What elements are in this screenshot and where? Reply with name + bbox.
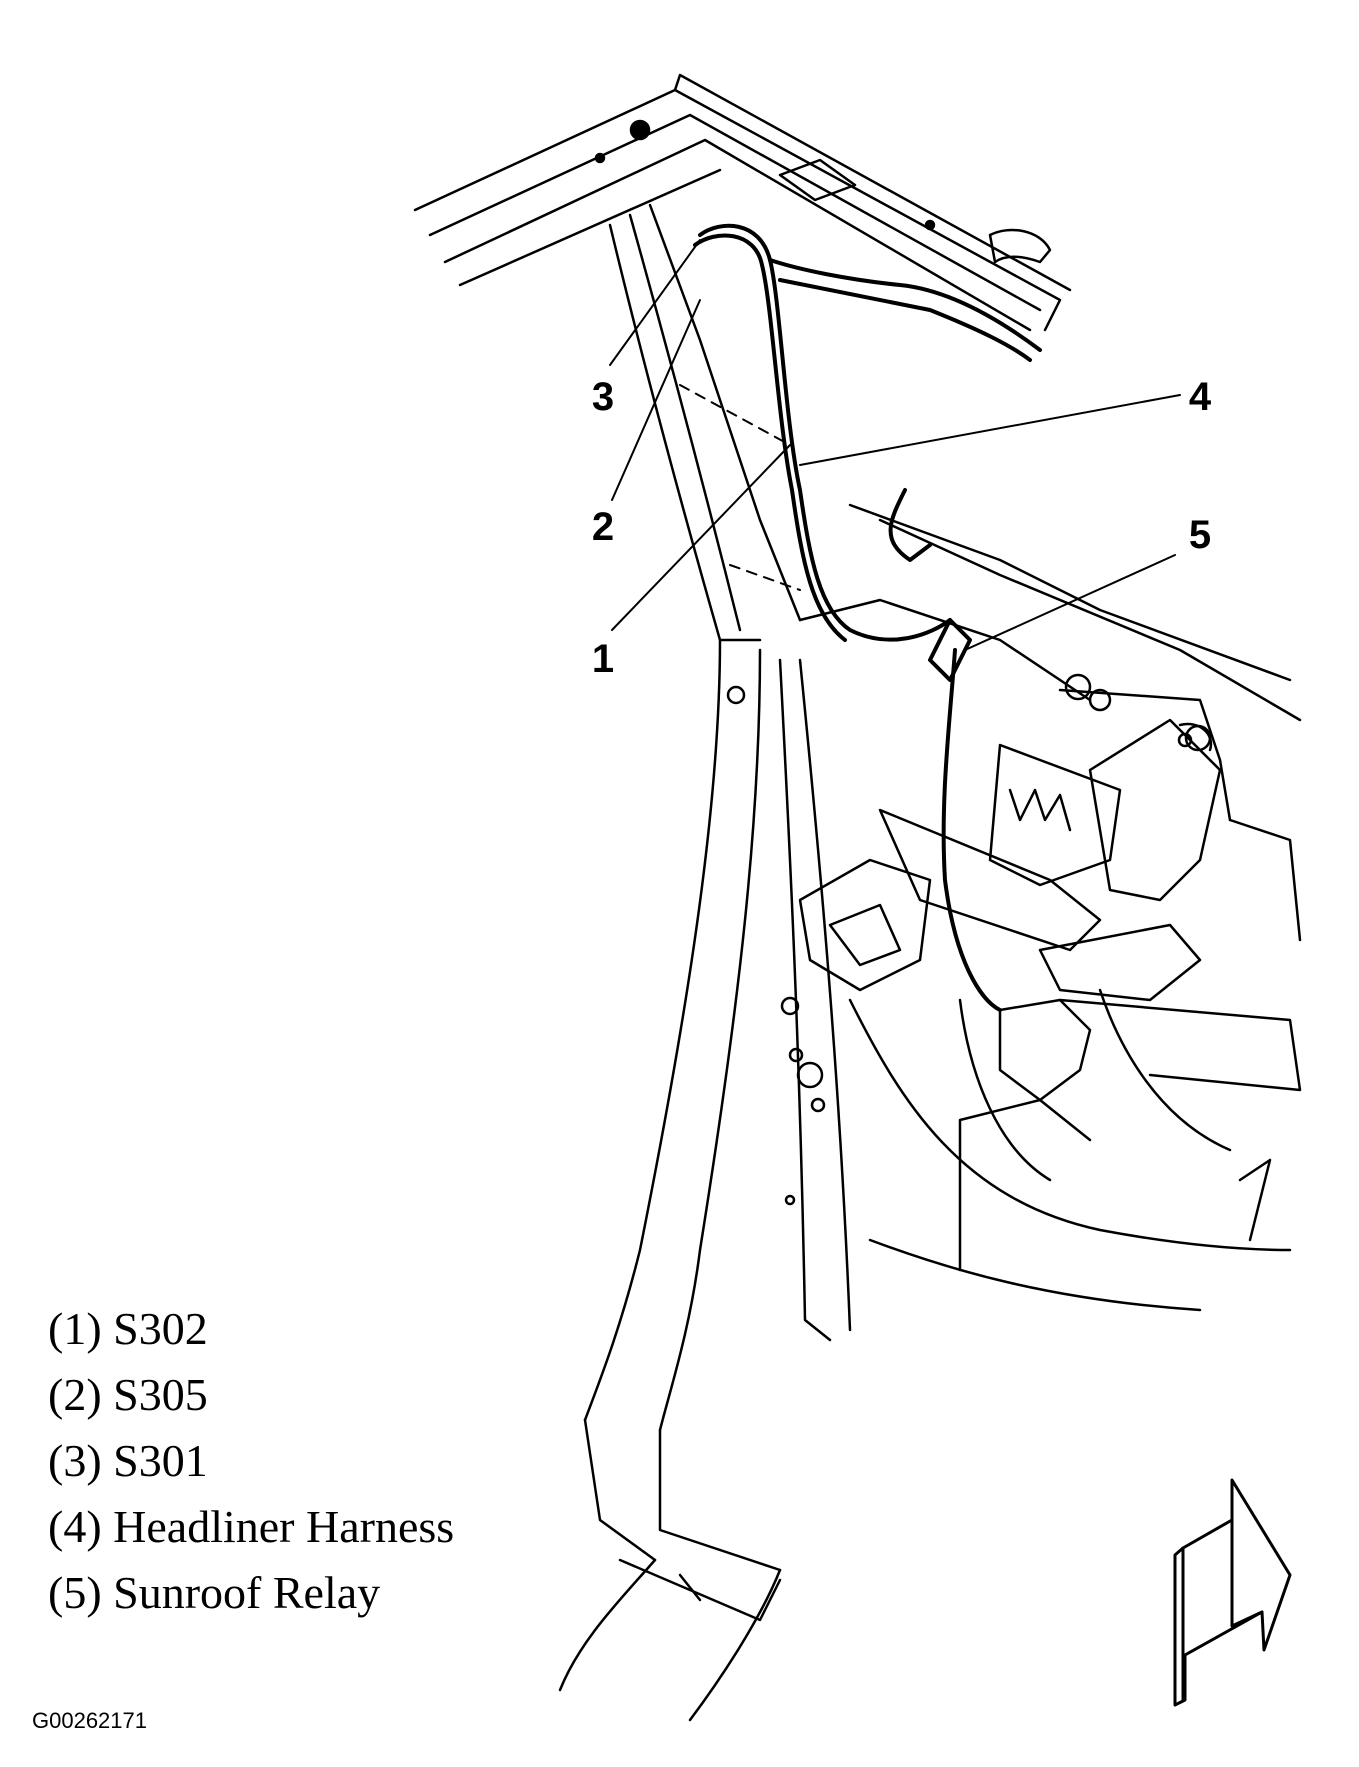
figure-code: G00262171 (32, 1708, 147, 1733)
legend-label: S301 (113, 1435, 208, 1486)
legend-label: Headliner Harness (113, 1501, 455, 1552)
legend-key: (4) (48, 1501, 102, 1552)
legend-key: (1) (48, 1303, 102, 1354)
forward-arrow-icon (1173, 1478, 1292, 1707)
legend-key: (3) (48, 1435, 102, 1486)
legend: (1) S302 (2) S305 (3) S301 (4) Headliner… (48, 1296, 454, 1626)
callout-1: 1 (592, 637, 614, 681)
legend-item: (4) Headliner Harness (48, 1494, 454, 1560)
legend-label: S305 (113, 1369, 208, 1420)
legend-item: (5) Sunroof Relay (48, 1560, 454, 1626)
legend-label: S302 (113, 1303, 208, 1354)
legend-label: Sunroof Relay (113, 1567, 381, 1618)
legend-item: (2) S305 (48, 1362, 454, 1428)
legend-item: (3) S301 (48, 1428, 454, 1494)
callout-4: 4 (1189, 375, 1212, 419)
legend-item: (1) S302 (48, 1296, 454, 1362)
legend-key: (5) (48, 1567, 102, 1618)
roof-rail (413, 73, 1072, 332)
cowl-panel (798, 503, 1302, 1312)
callout-5: 5 (1189, 513, 1211, 557)
leader-lines (609, 239, 1181, 651)
callout-2: 2 (592, 505, 614, 549)
a-pillar (558, 203, 852, 1722)
headliner-harness (693, 223, 1042, 1012)
callout-3: 3 (592, 375, 614, 419)
legend-key: (2) (48, 1369, 102, 1420)
